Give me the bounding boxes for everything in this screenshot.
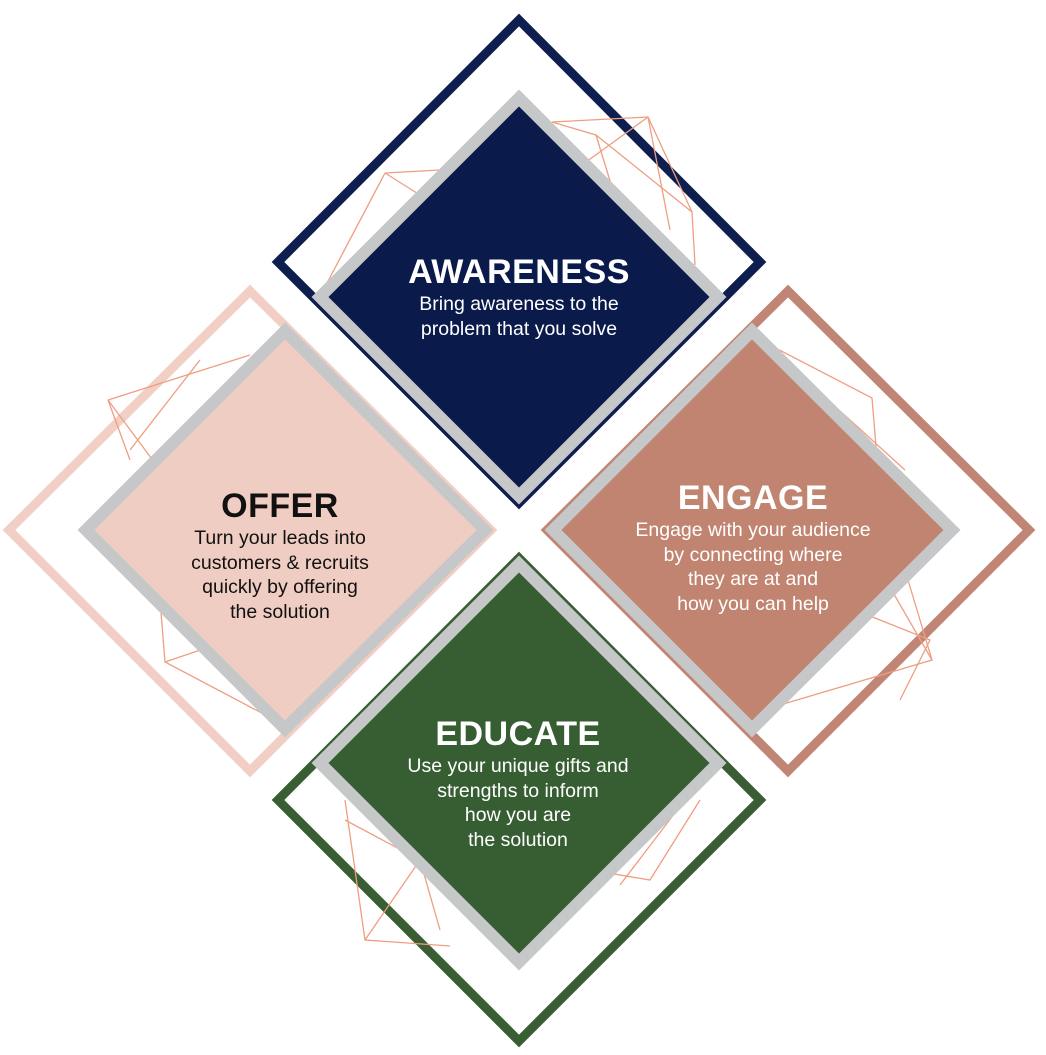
offer-label: OFFER Turn your leads into customers & r… bbox=[130, 486, 430, 624]
awareness-title: AWARENESS bbox=[408, 253, 630, 291]
educate-diamond bbox=[311, 555, 727, 971]
awareness-diamond bbox=[311, 89, 727, 505]
engage-diamond bbox=[544, 322, 961, 738]
educate-label: EDUCATE Use your unique gifts and streng… bbox=[358, 714, 678, 852]
awareness-description: Bring awareness to the problem that you … bbox=[419, 293, 619, 340]
educate-title: EDUCATE bbox=[435, 715, 601, 753]
awareness-label: AWARENESS Bring awareness to the problem… bbox=[408, 252, 630, 341]
offer-diamond bbox=[77, 322, 494, 738]
offer-title: OFFER bbox=[221, 487, 339, 525]
engage-description: Engage with your audience by connecting … bbox=[635, 519, 871, 615]
educate-description: Use your unique gifts and strengths to i… bbox=[407, 755, 629, 851]
engage-title: ENGAGE bbox=[677, 479, 829, 517]
engage-label: ENGAGE Engage with your audience by conn… bbox=[588, 478, 918, 616]
offer-description: Turn your leads into customers & recruit… bbox=[191, 527, 369, 623]
